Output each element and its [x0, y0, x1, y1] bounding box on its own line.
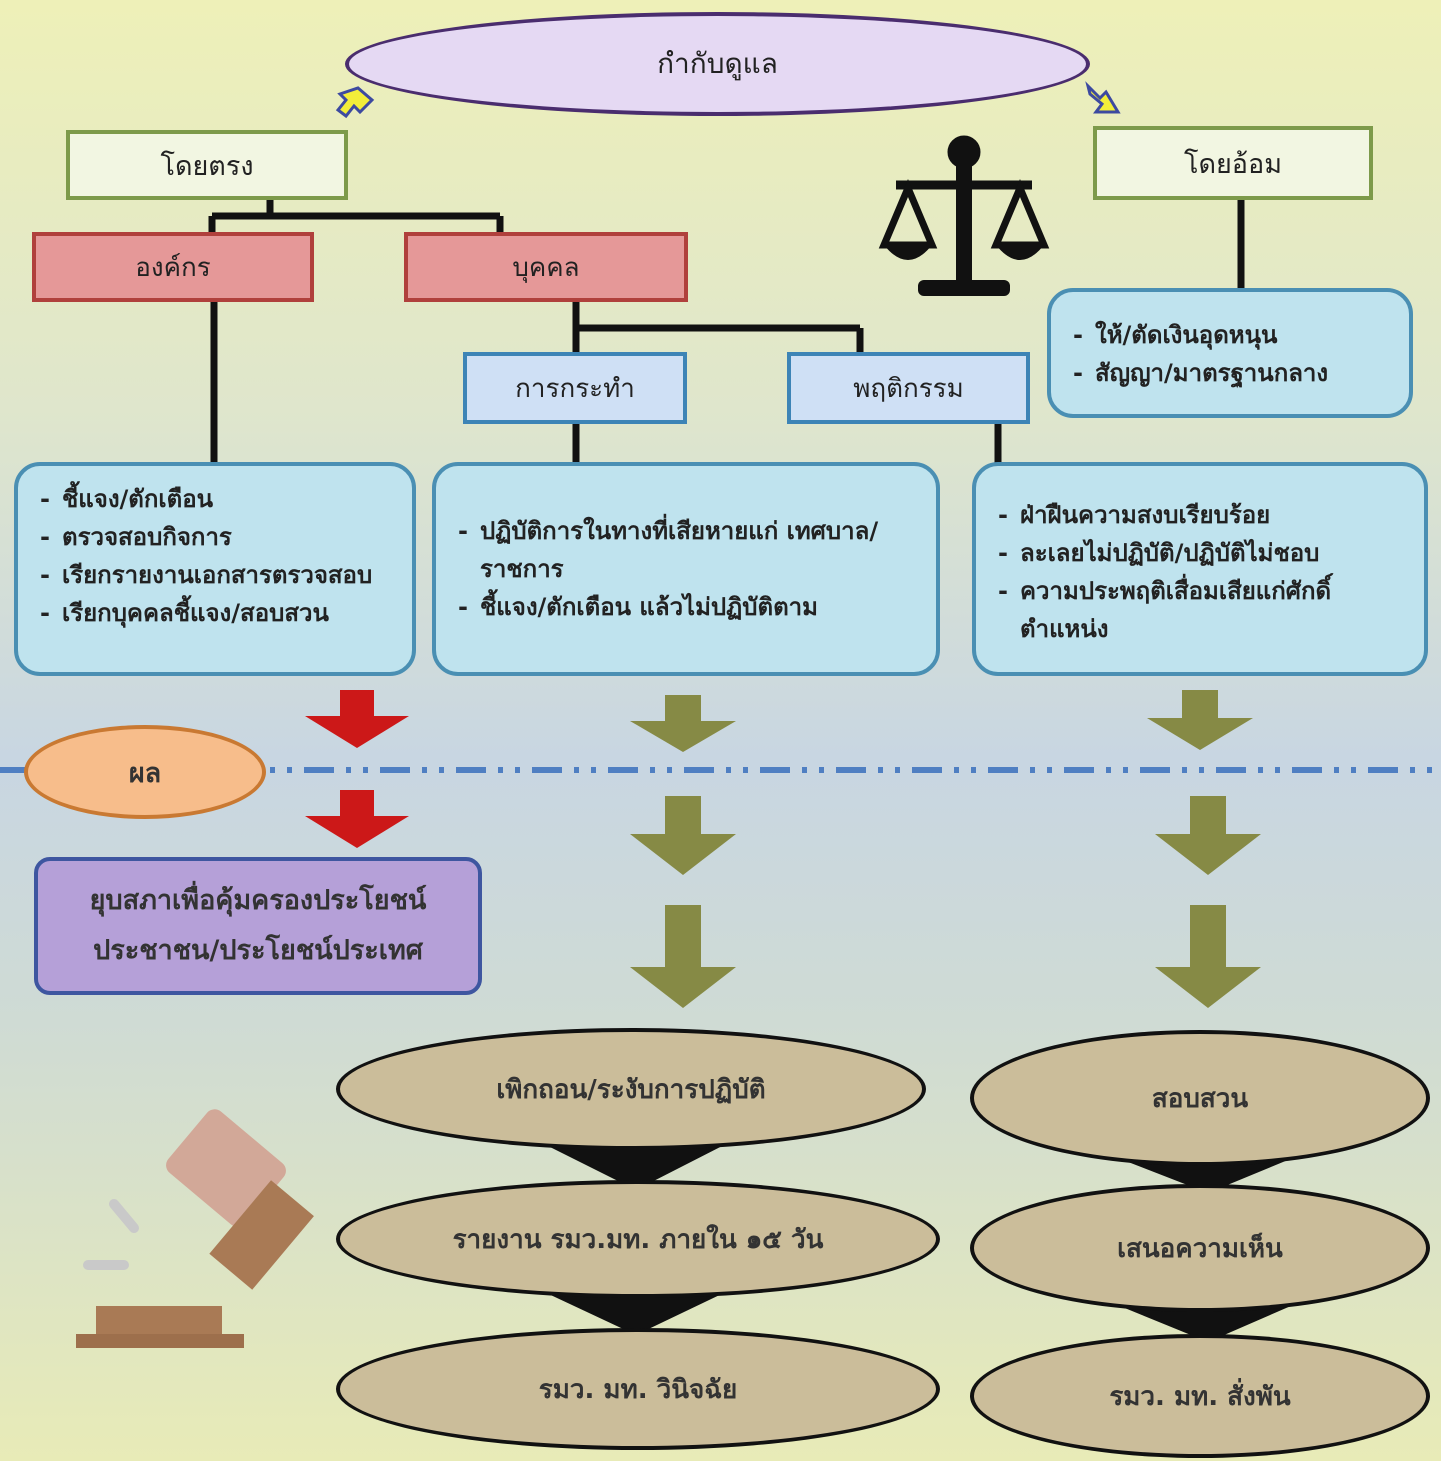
direct-label: โดยตรง	[160, 150, 254, 182]
olive-arrow-mid-1	[630, 695, 736, 752]
org-measures-box: ชี้แจง/ตักเตือน ตรวจสอบกิจการ เรียกรายงา…	[14, 462, 416, 676]
right-step-1: สอบสวน	[970, 1030, 1430, 1166]
dissolve-line-2: ประชาชน/ประโยชน์ประเทศ	[93, 935, 423, 966]
right-step-1-label: สอบสวน	[1151, 1083, 1249, 1114]
org-label: องค์กร	[135, 252, 211, 283]
funnel-mid-1	[540, 1142, 730, 1190]
dissolve-box: ยุบสภาเพื่อคุ้มครองประโยชน์ ประชาชน/ประโ…	[34, 857, 482, 995]
mid-step-3-label: รมว. มท. วินิจฉัย	[538, 1374, 738, 1405]
indirect-measures-box: ให้/ตัดเงินอุดหนุน สัญญา/มาตรฐานกลาง	[1047, 288, 1413, 418]
behavior-item: ละเลยไม่ปฏิบัติ/ปฏิบัติไม่ชอบ	[998, 534, 1402, 572]
mid-step-3: รมว. มท. วินิจฉัย	[336, 1328, 940, 1450]
olive-arrow-right-3	[1155, 905, 1261, 1008]
action-box: การกระทำ	[463, 352, 687, 424]
right-step-3-label: รมว. มท. สั่งพัน	[1109, 1381, 1291, 1412]
org-item: ชี้แจง/ตักเตือน	[40, 480, 390, 518]
olive-arrow-right-2	[1155, 796, 1261, 875]
indirect-box: โดยอ้อม	[1093, 126, 1373, 200]
red-arrow-2	[305, 790, 409, 848]
yellow-arrow-left	[335, 86, 375, 119]
action-label: การกระทำ	[515, 373, 635, 404]
funnel-mid-2	[540, 1290, 730, 1335]
action-item: ชี้แจง/ตักเตือน แล้วไม่ปฏิบัติตาม	[458, 588, 914, 626]
direct-box: โดยตรง	[66, 130, 348, 200]
behavior-measures-box: ฝ่าฝืนความสงบเรียบร้อย ละเลยไม่ปฏิบัติ/ป…	[972, 462, 1428, 676]
behavior-item: ฝ่าฝืนความสงบเรียบร้อย	[998, 496, 1402, 534]
behavior-box: พฤติกรรม	[787, 352, 1030, 424]
dissolve-line-1: ยุบสภาเพื่อคุ้มครองประโยชน์	[89, 885, 427, 916]
result-oval: ผล	[24, 725, 266, 819]
mid-step-2: รายงาน รมว.มท. ภายใน ๑๕ วัน	[336, 1180, 940, 1298]
right-step-2: เสนอความเห็น	[970, 1184, 1430, 1312]
action-item: ปฏิบัติการในทางที่เสียหายแก่ เทศบาล/ราชก…	[458, 512, 914, 588]
mid-step-2-label: รายงาน รมว.มท. ภายใน ๑๕ วัน	[452, 1224, 824, 1255]
org-item: เรียกบุคคลชี้แจง/สอบสวน	[40, 594, 390, 632]
indirect-item: ให้/ตัดเงินอุดหนุน	[1073, 316, 1387, 354]
indirect-item: สัญญา/มาตรฐานกลาง	[1073, 354, 1387, 392]
person-box: บุคคล	[404, 232, 688, 302]
yellow-arrow-right	[1085, 81, 1121, 114]
olive-arrow-right-1	[1147, 690, 1253, 750]
scales-icon	[878, 135, 1050, 296]
oversight-label: กำกับดูแล	[657, 47, 778, 80]
org-item: เรียกรายงานเอกสารตรวจสอบ	[40, 556, 390, 594]
mid-step-1: เพิกถอน/ระงับการปฏิบัติ	[336, 1028, 926, 1150]
org-item: ตรวจสอบกิจการ	[40, 518, 390, 556]
mid-step-1-label: เพิกถอน/ระงับการปฏิบัติ	[496, 1074, 766, 1105]
red-arrow-1	[305, 690, 409, 748]
org-box: องค์กร	[32, 232, 314, 302]
olive-arrow-mid-3	[630, 905, 736, 1008]
result-label: ผล	[128, 757, 162, 789]
olive-arrow-mid-2	[630, 796, 736, 875]
oversight-oval: กำกับดูแล	[345, 12, 1090, 116]
funnel-right-2	[1110, 1302, 1300, 1342]
indirect-label: โดยอ้อม	[1183, 148, 1283, 180]
gavel-icon	[76, 1109, 314, 1348]
right-step-2-label: เสนอความเห็น	[1117, 1233, 1283, 1264]
action-measures-box: ปฏิบัติการในทางที่เสียหายแก่ เทศบาล/ราชก…	[432, 462, 940, 676]
behavior-item: ความประพฤติเสื่อมเสียแก่ศักดิ์ตำแหน่ง	[998, 572, 1402, 648]
behavior-label: พฤติกรรม	[853, 373, 964, 404]
person-label: บุคคล	[512, 252, 580, 283]
right-step-3: รมว. มท. สั่งพัน	[970, 1334, 1430, 1458]
